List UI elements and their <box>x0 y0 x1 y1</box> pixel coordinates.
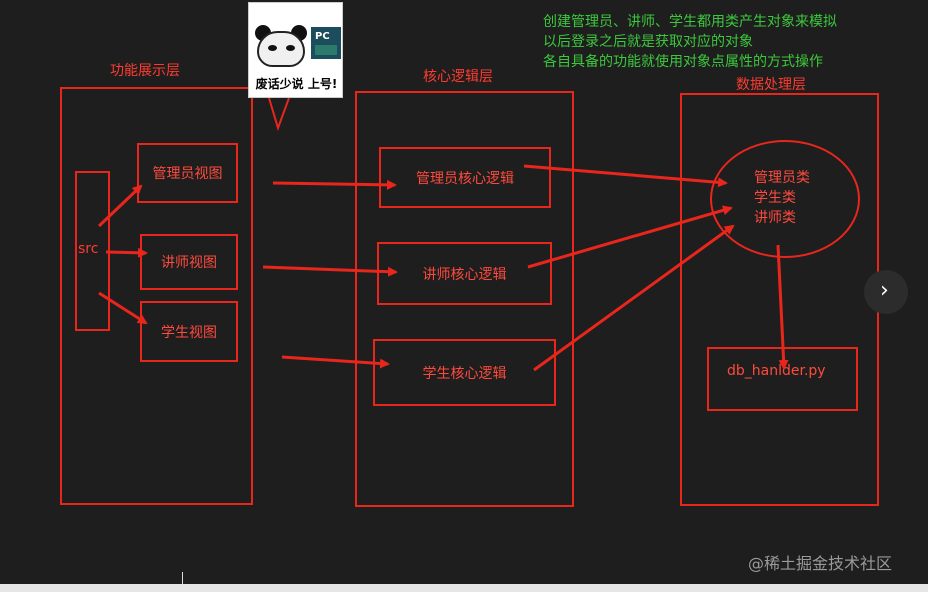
note-line-3: 各自具备的功能就使用对象点属性的方式操作 <box>543 54 823 70</box>
admin-core-node: 管理员核心逻辑 <box>379 147 551 208</box>
meme-sticker: PC 废话少说 上号! <box>248 2 343 98</box>
presentation-layer-box <box>60 87 253 505</box>
src-label: src <box>78 241 99 257</box>
class-teacher: 讲师类 <box>754 210 796 226</box>
pc-badge-text: PC <box>315 31 330 42</box>
student-view-label: 学生视图 <box>161 324 217 341</box>
student-core-node: 学生核心逻辑 <box>373 339 556 406</box>
arrow-src-student-view <box>98 291 148 325</box>
arrow-src-admin-view <box>97 184 143 228</box>
teacher-view-node: 讲师视图 <box>140 234 238 290</box>
bottom-bar <box>0 584 928 592</box>
db-handler-label: db_hanlder.py <box>727 363 826 379</box>
note-line-1: 创建管理员、讲师、学生都用类产生对象来模拟 <box>543 14 837 30</box>
arrow-src-teacher-view <box>105 247 148 258</box>
class-admin: 管理员类 <box>754 170 810 186</box>
arrow-teacher-core-class <box>527 205 733 269</box>
text-cursor <box>182 572 183 584</box>
admin-view-node: 管理员视图 <box>137 143 238 203</box>
admin-core-label: 管理员核心逻辑 <box>416 170 514 187</box>
panda-meme-icon <box>257 31 305 67</box>
student-core-label: 学生核心逻辑 <box>422 365 507 382</box>
admin-view-label: 管理员视图 <box>152 166 223 182</box>
core-layer-box <box>355 91 574 507</box>
sticker-caption: 废话少说 上号! <box>255 77 338 91</box>
layer-title-presentation: 功能展示层 <box>110 63 180 79</box>
student-view-node: 学生视图 <box>140 301 238 362</box>
class-student: 学生类 <box>754 190 796 206</box>
classes-ellipse <box>710 140 860 258</box>
arrow-class-db <box>776 244 789 370</box>
layer-title-data: 数据处理层 <box>736 77 806 93</box>
sticker-pointer <box>268 98 290 132</box>
arrow-teacher-view-core <box>262 265 398 277</box>
teacher-view-label: 讲师视图 <box>161 255 217 271</box>
teacher-core-node: 讲师核心逻辑 <box>377 242 552 305</box>
arrow-admin-view-core <box>272 179 397 190</box>
pycharm-icon: PC <box>311 27 341 59</box>
arrow-admin-core-class <box>523 164 728 188</box>
teacher-core-label: 讲师核心逻辑 <box>422 266 507 283</box>
chevron-right-icon: › <box>880 278 889 303</box>
next-slide-button[interactable]: › <box>864 270 908 314</box>
watermark: @稀土掘金技术社区 <box>748 554 893 573</box>
class-list: 管理员类 学生类 讲师类 <box>754 168 810 228</box>
notes: 创建管理员、讲师、学生都用类产生对象来模拟 以后登录之后就是获取对应的对象 各自… <box>543 12 837 72</box>
arrow-student-view-core <box>281 355 390 369</box>
arrow-student-core-class <box>533 224 735 372</box>
layer-title-core: 核心逻辑层 <box>423 69 493 85</box>
note-line-2: 以后登录之后就是获取对应的对象 <box>543 34 753 50</box>
